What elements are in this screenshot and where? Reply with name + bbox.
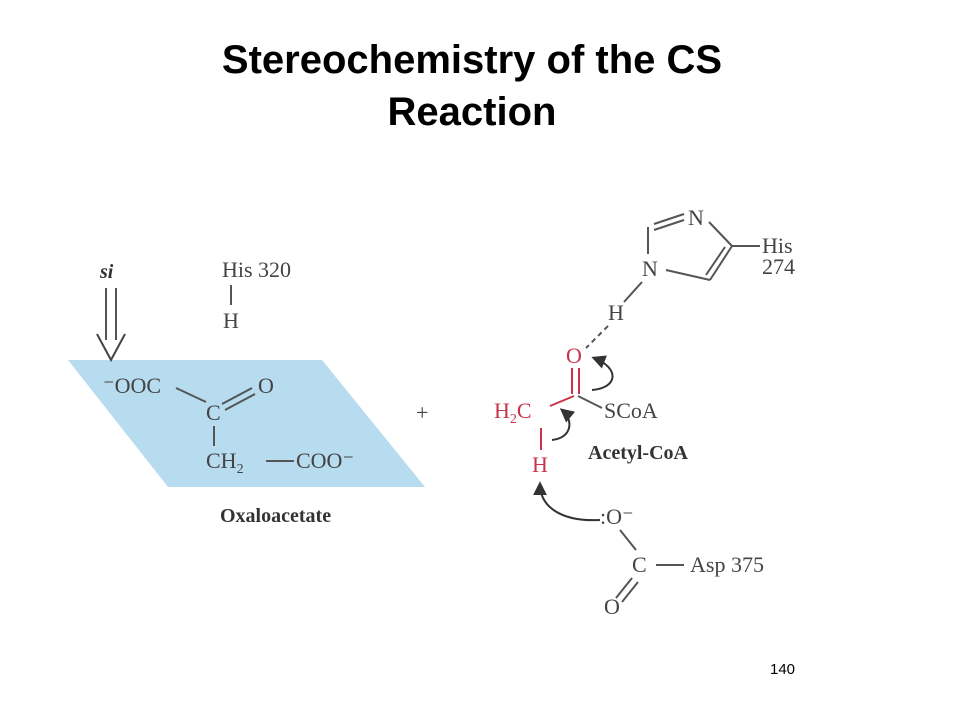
asp-c: C [632,552,647,577]
h-bond-dashed [585,325,609,349]
imidazole-n-bottom: N [642,256,658,281]
oxa-ooc: ⁻OOC [103,373,161,398]
page-number: 140 [770,661,796,678]
asp375-label: Asp 375 [690,552,764,577]
acetyl-carbonyl-o: O [566,343,582,368]
acetyl-alpha-h: H [532,452,548,477]
imidazole-ring [647,213,760,281]
acetyl-scoa: SCoA [604,398,658,423]
his320-h: H [223,308,239,333]
oxa-bond-ooc-c [175,387,207,403]
si-face-plane [68,360,425,487]
oxa-double-bond [221,387,256,411]
oxa-carbonyl-o: O [258,373,274,398]
slide-title: Stereochemistry of the CS Reaction [0,34,944,138]
imidazole-n-top: N [688,205,704,230]
arrow-asp-to-h [533,481,601,522]
acetyl-coa-name: Acetyl-CoA [588,442,689,464]
asp-double-bond [615,577,639,603]
asp-o-minus: :O⁻ [600,504,634,529]
plus-sign: + [416,400,428,425]
asp-o: O [604,594,620,619]
oxa-coo: COO⁻ [296,448,354,473]
title-line-2: Reaction [387,90,557,134]
his274-n-h-bond [623,281,643,303]
acetyl-h2c: H2C [494,398,532,427]
arrow-c-o-to-o [591,355,614,391]
arrow-ch-to-cc [551,408,576,441]
si-attack-arrow [96,288,126,363]
his320-label: His 320 [222,257,291,282]
oxaloacetate-name: Oxaloacetate [220,505,331,527]
oxa-carbonyl-c: C [206,400,221,425]
title-line-1: Stereochemistry of the CS [221,38,723,82]
si-face-label: si [99,261,114,283]
acetyl-bond-ch2-c [549,395,575,407]
his274-label-line2: 274 [762,254,795,279]
acetyl-double-bond [571,368,580,394]
his274-h: H [608,300,624,325]
oxa-ch2: CH2 [206,448,244,477]
his274-label-line1: His [762,233,793,258]
acetyl-bond-c-scoa [577,395,603,409]
asp-bond-o-c [619,529,637,551]
